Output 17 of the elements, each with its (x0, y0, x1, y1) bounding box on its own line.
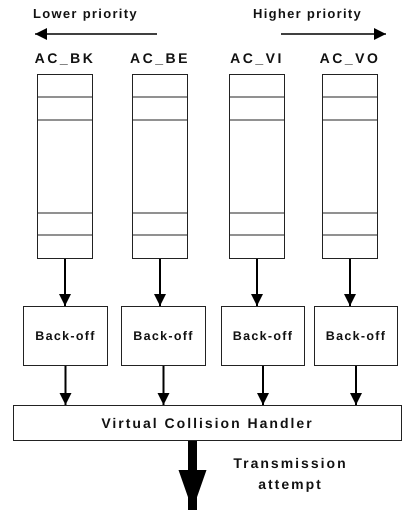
process-box (121, 306, 206, 366)
priority-label: Higher priority (253, 6, 362, 21)
queue-label: AC_VI (230, 50, 284, 66)
queue-label: AC_BK (34, 50, 96, 66)
queue-label: AC_BE (130, 50, 190, 66)
box-text: Back-off (326, 329, 386, 343)
box-text: Virtual Collision Handler (101, 415, 314, 431)
queue-label: AC_VO (320, 50, 380, 66)
edge-label: Transmission attempt (232, 454, 349, 494)
box-text: Back-off (133, 329, 194, 343)
handler-box (13, 405, 402, 441)
priority-label: Lower priority (33, 6, 138, 21)
process-box (23, 306, 108, 366)
box-text: Back-off (35, 329, 96, 343)
box-text: Back-off (232, 329, 294, 343)
process-box (314, 306, 398, 366)
process-box (221, 306, 305, 366)
